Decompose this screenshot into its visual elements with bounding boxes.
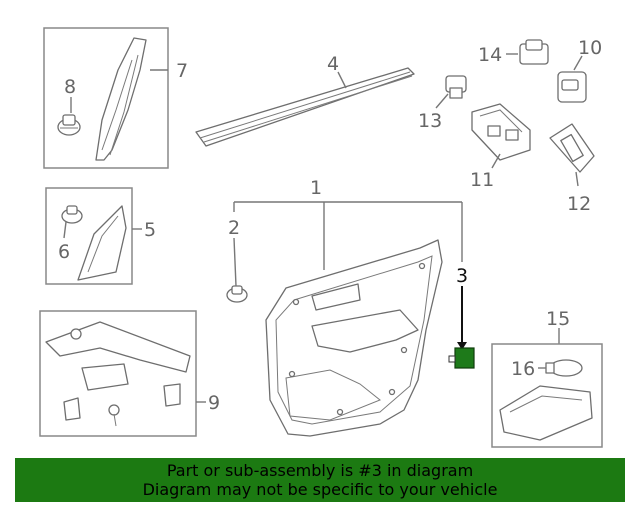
part-4-belt-molding bbox=[195, 67, 415, 147]
banner-line-2: Diagram may not be specific to your vehi… bbox=[142, 480, 498, 499]
callout-4: 4 bbox=[327, 53, 339, 75]
part-15-group-box bbox=[491, 343, 603, 448]
part-13-switch-knob bbox=[445, 75, 467, 99]
callout-3: 3 bbox=[456, 265, 468, 287]
part-3-highlighted-part[interactable] bbox=[448, 347, 475, 369]
part-1-door-trim-panel bbox=[265, 239, 443, 437]
part-15-lamp-housing bbox=[499, 385, 593, 441]
callout-11: 11 bbox=[470, 169, 494, 191]
leader-11 bbox=[491, 153, 501, 169]
callout-5: 5 bbox=[144, 219, 156, 241]
parts-diagram: 7 8 4 13 14 10 11 12 bbox=[39, 27, 603, 448]
leader-13 bbox=[435, 93, 449, 109]
callout-12: 12 bbox=[567, 193, 591, 215]
part-9-group-box bbox=[39, 310, 197, 437]
callout-16: 16 bbox=[511, 358, 535, 380]
part-2-clip bbox=[226, 285, 248, 303]
part-5-group-box bbox=[45, 187, 133, 285]
callout-15: 15 bbox=[546, 308, 570, 330]
callout-9: 9 bbox=[208, 392, 220, 414]
leader-6 bbox=[63, 221, 67, 239]
callout-14: 14 bbox=[478, 44, 502, 66]
callout-1: 1 bbox=[310, 177, 322, 199]
part-16-bulb bbox=[545, 359, 583, 377]
part-7-pillar-trim bbox=[95, 37, 147, 161]
part-5-mirror-cover bbox=[77, 205, 127, 281]
leader-4 bbox=[337, 71, 347, 89]
part-12-window-switch bbox=[549, 123, 595, 173]
part-14-switch-cap bbox=[519, 39, 549, 65]
leader-3-arrow bbox=[457, 342, 467, 350]
part-8-clip bbox=[57, 114, 81, 136]
callout-13: 13 bbox=[418, 110, 442, 132]
callout-2: 2 bbox=[228, 217, 240, 239]
part-7-group-box bbox=[43, 27, 169, 169]
banner-line-1: Part or sub-assembly is #3 in diagram bbox=[166, 461, 474, 480]
part-6-clip bbox=[61, 205, 83, 224]
callout-7: 7 bbox=[176, 60, 188, 82]
callout-8: 8 bbox=[64, 76, 76, 98]
callout-10: 10 bbox=[578, 37, 602, 59]
part-9-armrest-bracket bbox=[45, 321, 191, 427]
info-banner: Part or sub-assembly is #3 in diagram Di… bbox=[15, 458, 625, 502]
part-11-master-switch bbox=[471, 103, 531, 161]
leader-10 bbox=[573, 55, 583, 71]
part-10-switch-cap bbox=[557, 71, 587, 103]
leader-2 bbox=[233, 237, 237, 287]
leader-12 bbox=[575, 171, 579, 187]
callout-6: 6 bbox=[58, 241, 70, 263]
